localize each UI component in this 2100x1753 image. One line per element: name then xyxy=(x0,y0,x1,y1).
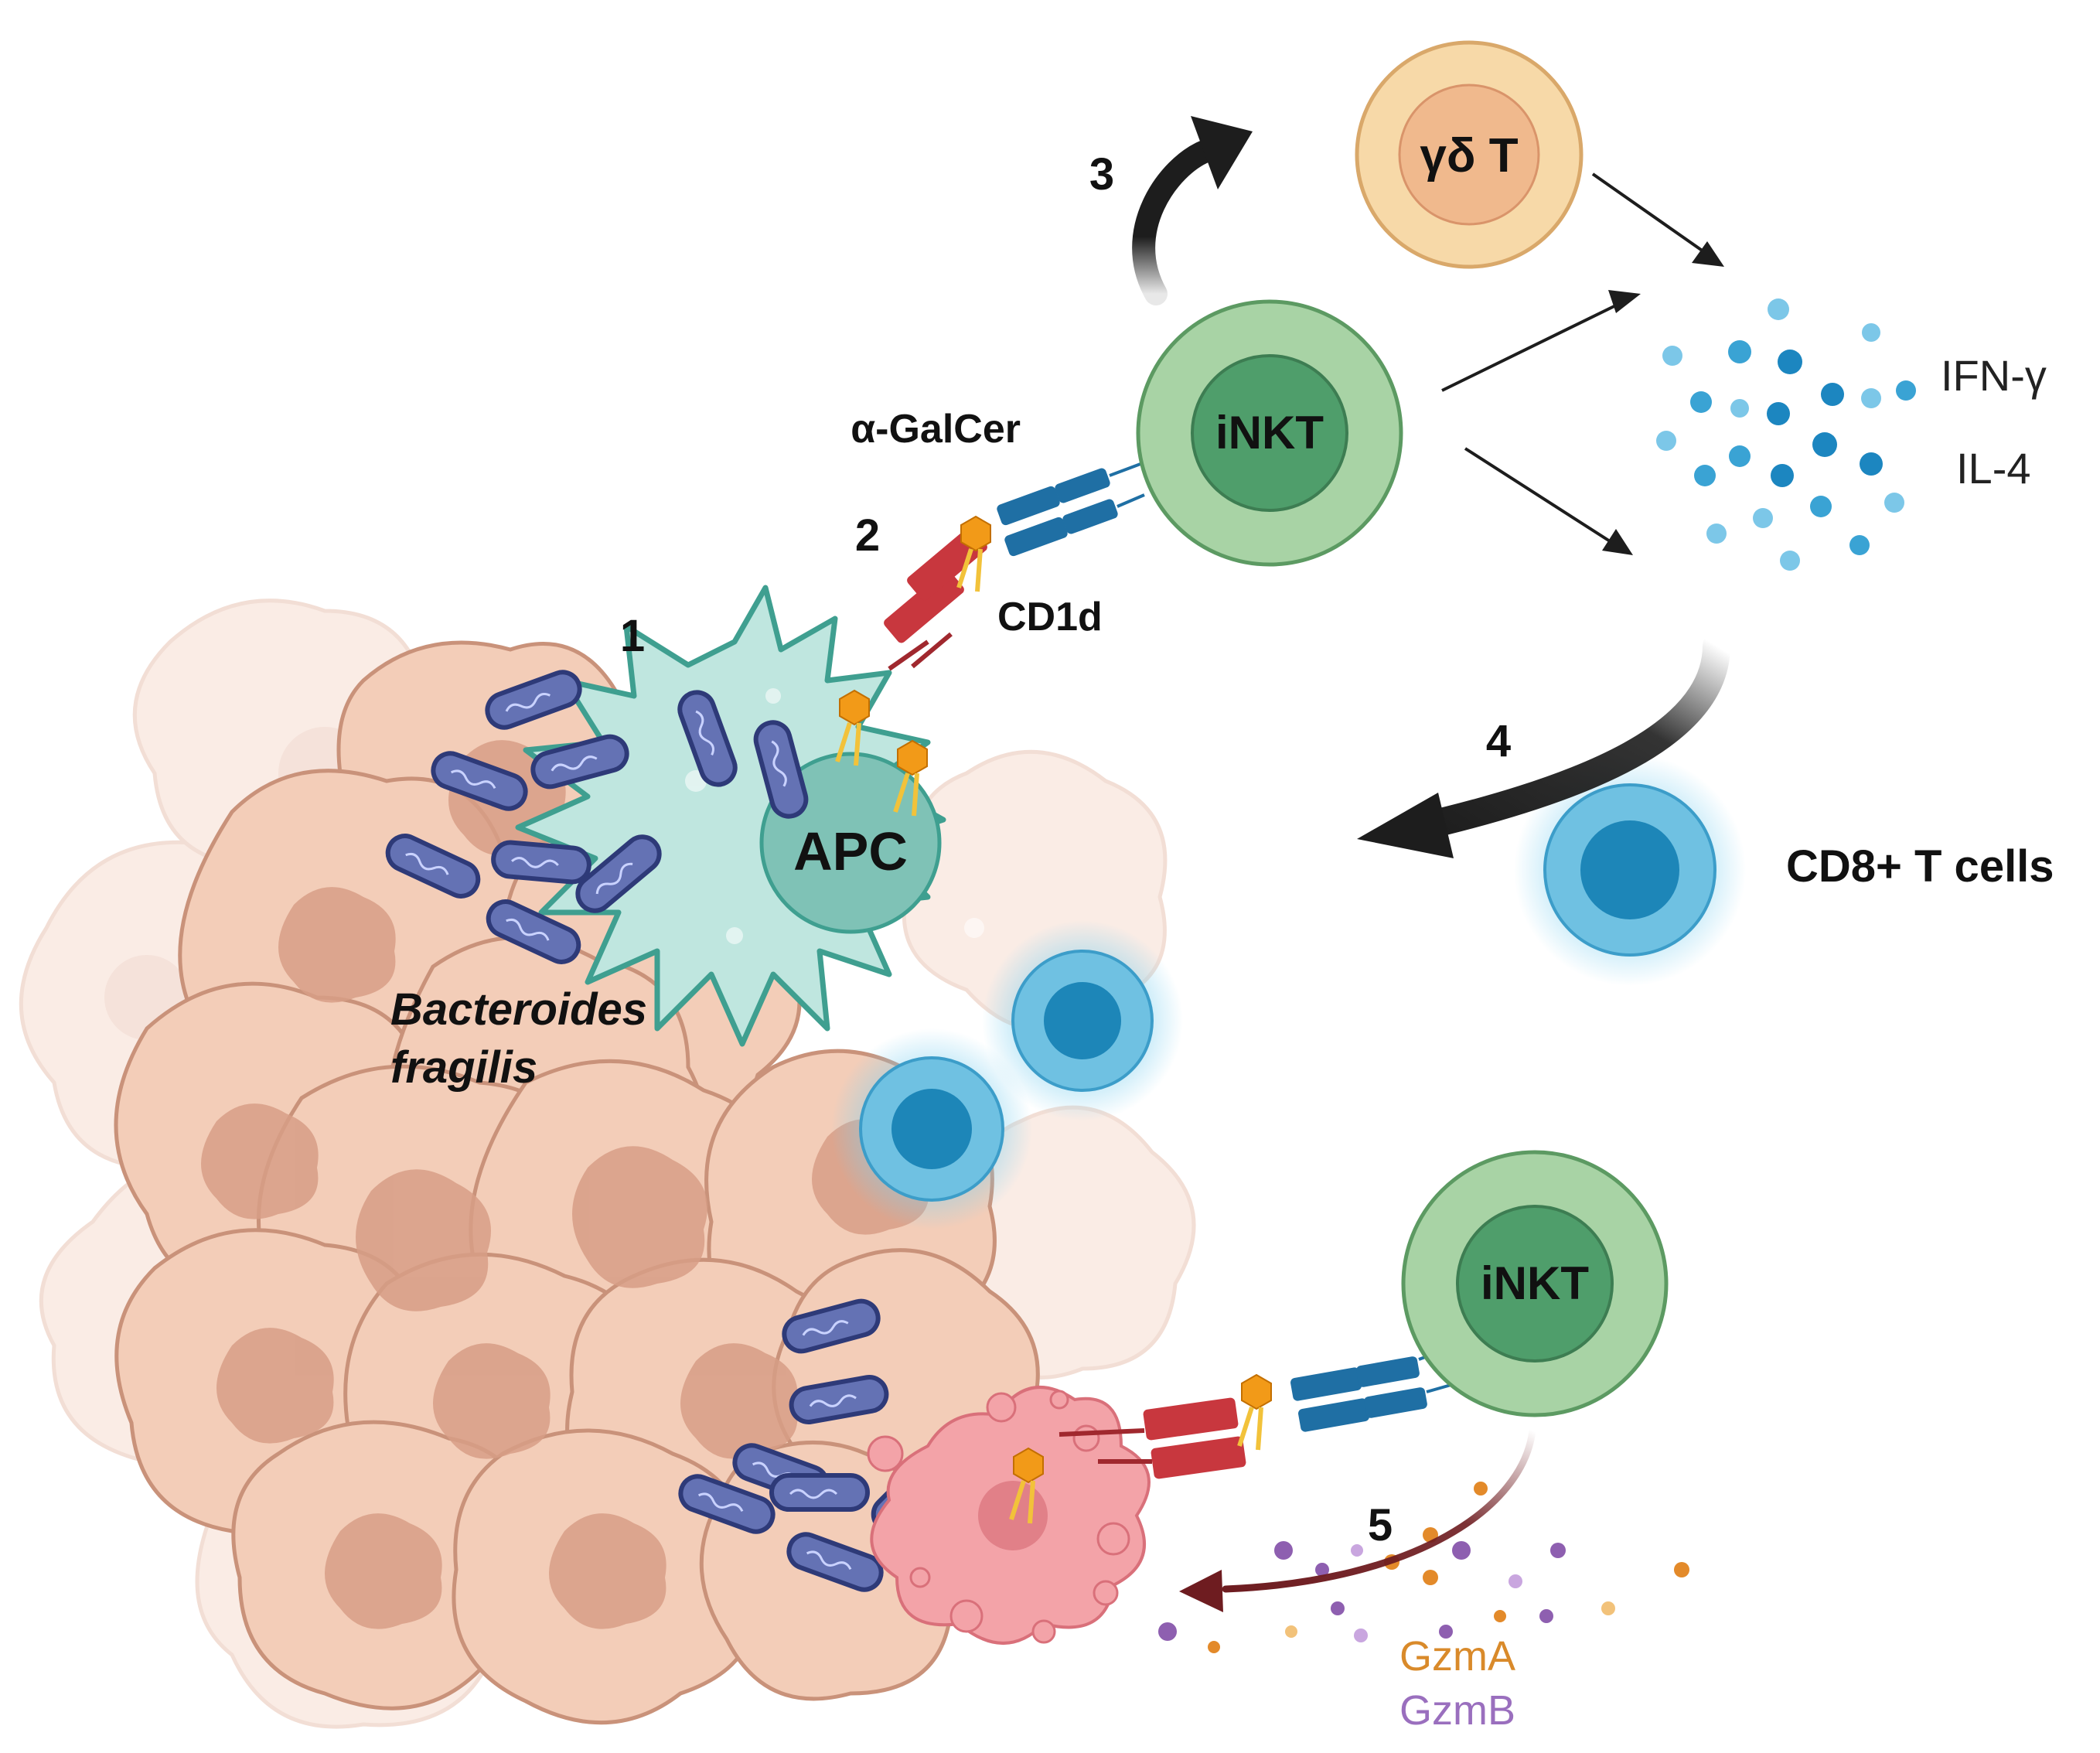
cd8-label: CD8+ T cells xyxy=(1786,841,2054,892)
granzyme-particles xyxy=(1158,1482,1689,1653)
inkt-label-top: iNKT xyxy=(1215,407,1324,459)
il4-label: IL-4 xyxy=(1956,444,2031,493)
arrow-gdt-cytokines xyxy=(1591,172,1724,267)
arrow-inkt-cytokines-1 xyxy=(1441,290,1641,392)
gzmb-label: GzmB xyxy=(1399,1687,1515,1734)
bacteria-label-line1: Bacteroides xyxy=(390,984,647,1035)
arrow-step-3 xyxy=(1132,116,1253,305)
lipid-antigen-bottom xyxy=(1239,1375,1271,1450)
cd8-cell-tumor-2 xyxy=(831,1028,1032,1229)
step-3-label: 3 xyxy=(1089,149,1114,200)
arrow-step-5 xyxy=(1179,1427,1536,1612)
inkt-cell-top xyxy=(1136,299,1403,567)
agalcer-label: α-GalCer xyxy=(851,407,1021,452)
gzma-label: GzmA xyxy=(1399,1633,1515,1680)
cd8-cell-tumor-1 xyxy=(982,920,1183,1121)
apc-label: APC xyxy=(793,821,908,882)
cytokine-cloud xyxy=(1656,298,1916,571)
gdt-label: γδ T xyxy=(1420,129,1518,182)
inkt-cell-bottom xyxy=(1401,1150,1669,1417)
cd8-cell-right xyxy=(1514,754,1746,986)
bacteria-label-line2: fragilis xyxy=(390,1042,537,1093)
inkt-label-bottom: iNKT xyxy=(1481,1257,1589,1309)
gamma-delta-t-cell xyxy=(1355,40,1584,269)
step-5-label: 5 xyxy=(1368,1500,1393,1550)
arrow-inkt-cytokines-2 xyxy=(1464,447,1633,555)
cd1d-tcr-complex-bottom xyxy=(1059,1348,1454,1479)
step-1-label: 1 xyxy=(620,611,645,661)
ifng-label: IFN-γ xyxy=(1941,351,2047,400)
step-2-label: 2 xyxy=(855,510,880,561)
step-4-label: 4 xyxy=(1486,716,1511,766)
arrow-step-4 xyxy=(1357,632,1730,858)
cd1d-label: CD1d xyxy=(997,595,1103,639)
